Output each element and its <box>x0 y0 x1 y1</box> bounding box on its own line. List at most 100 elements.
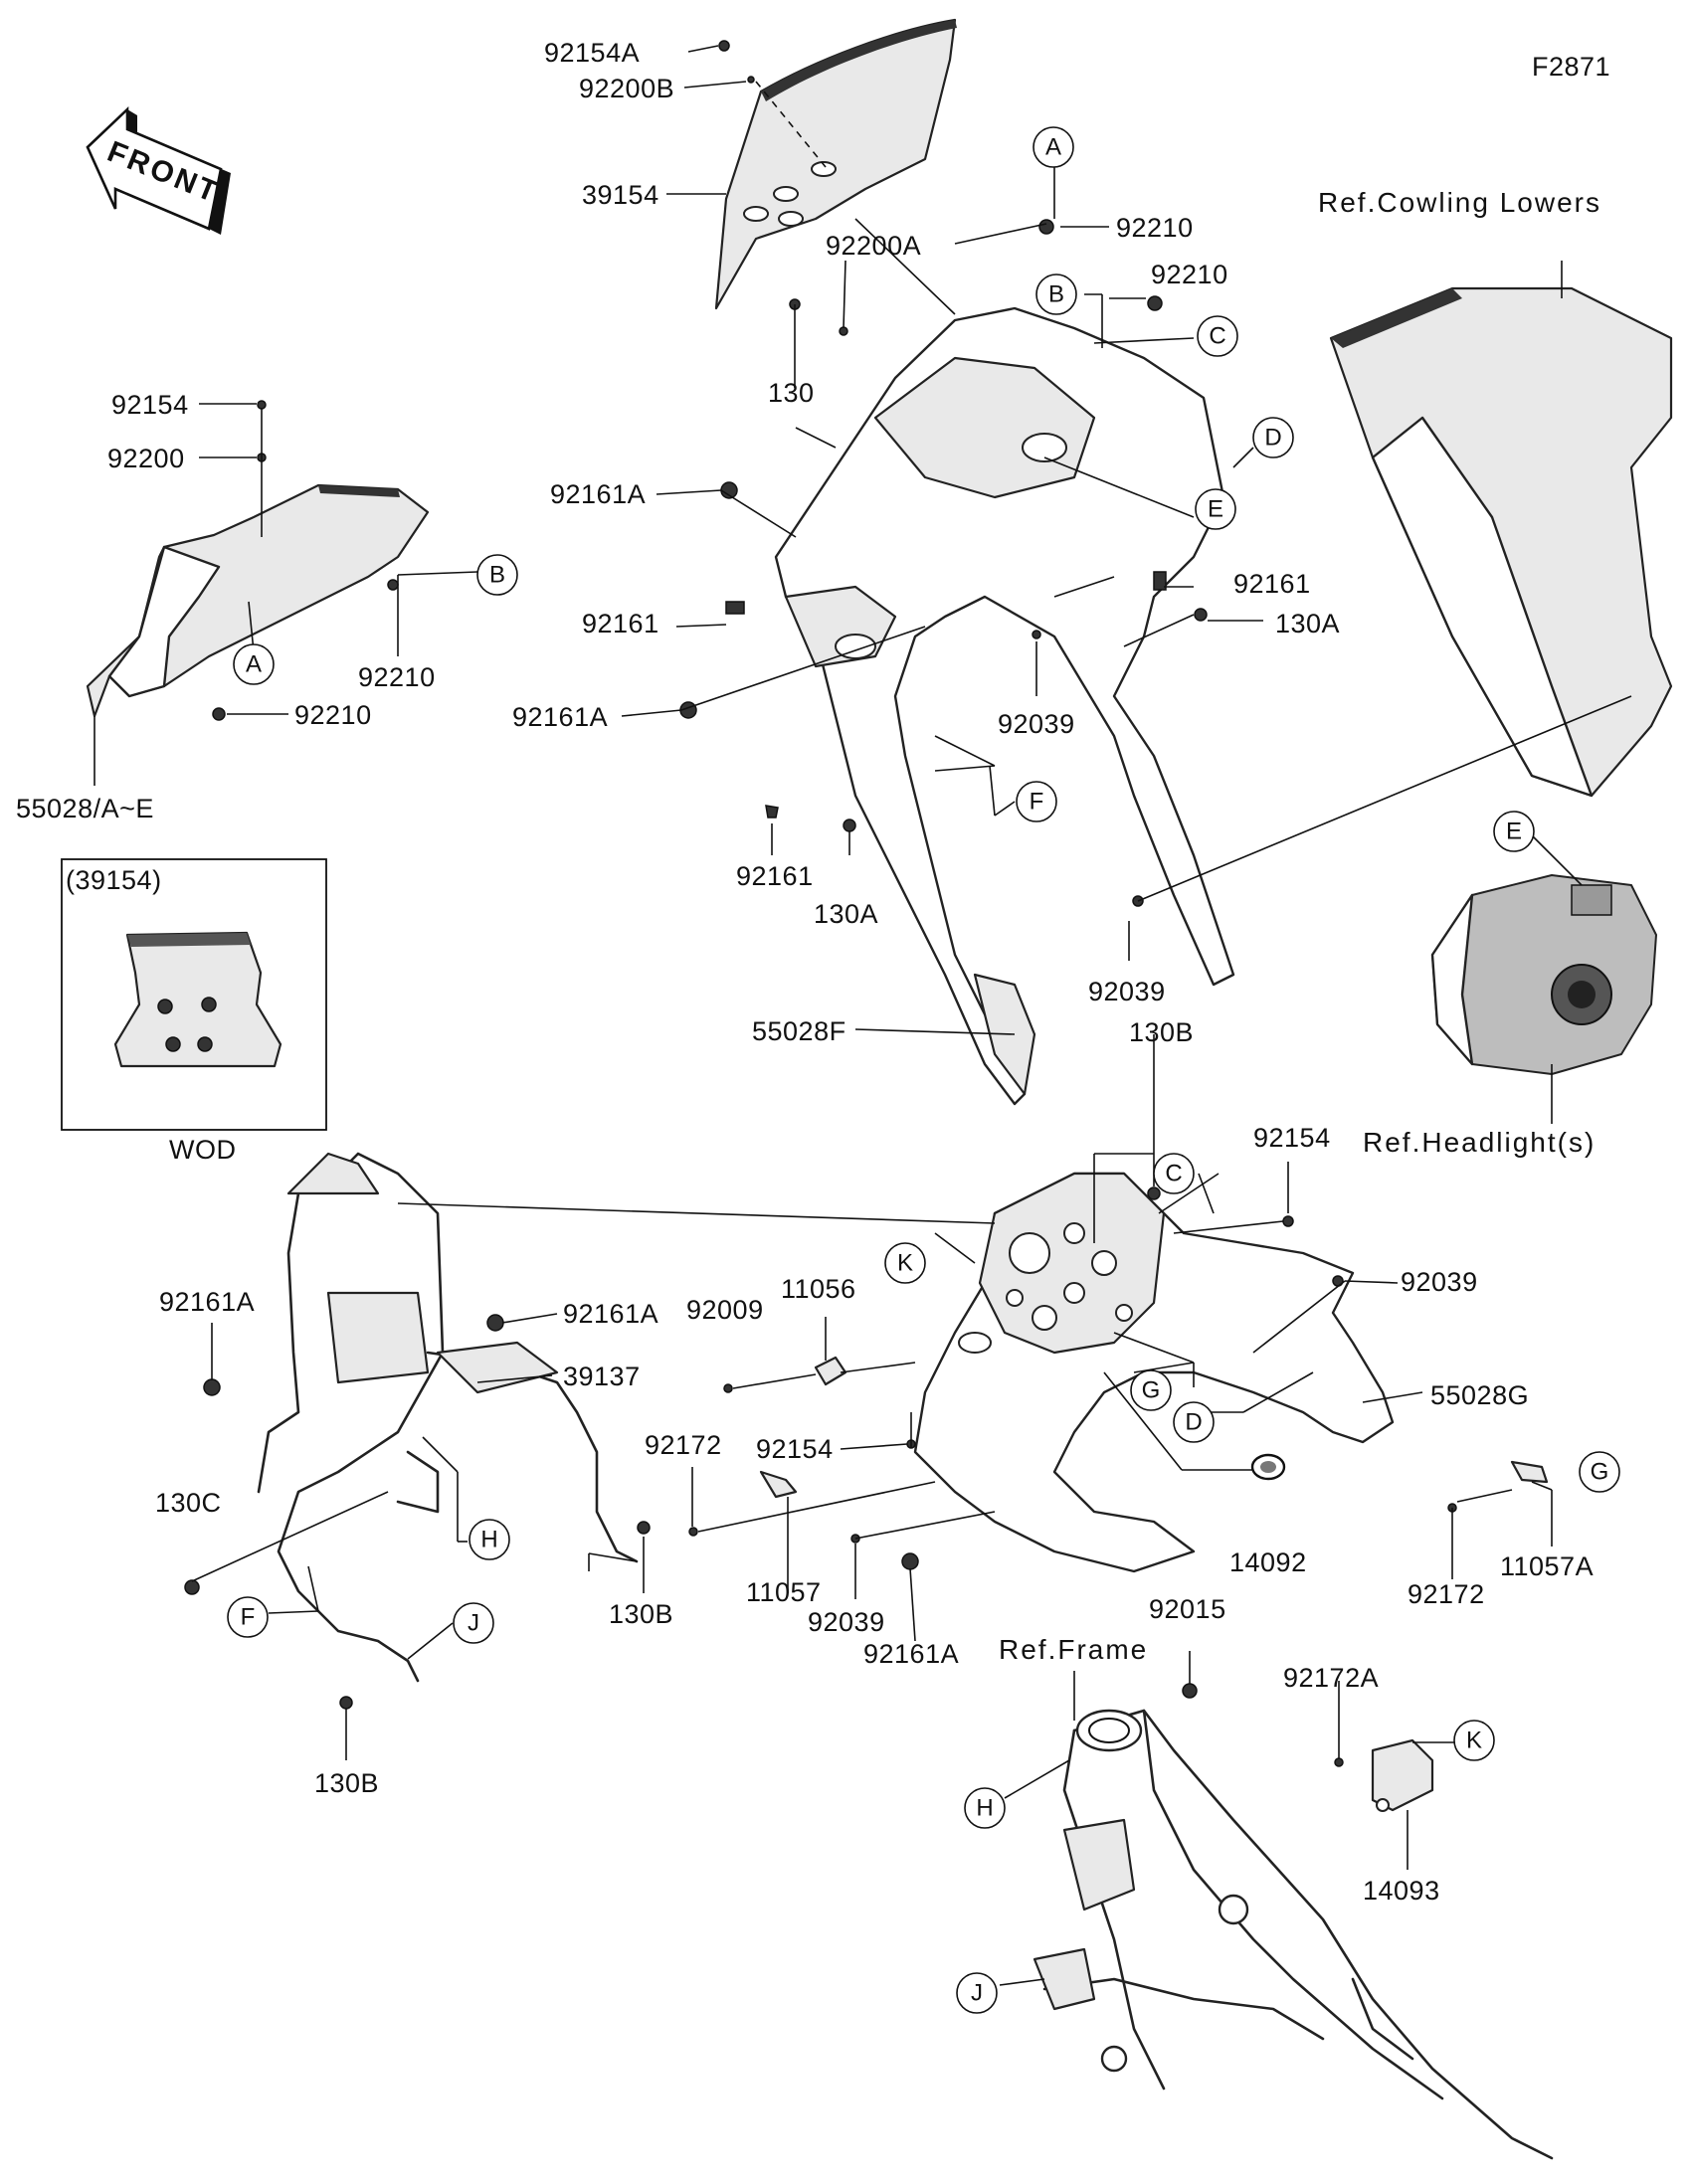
part-label: 92161A <box>550 479 646 509</box>
svg-text:E: E <box>1506 819 1522 845</box>
part-label: 39154 <box>582 180 659 210</box>
part-label: 14092 <box>1229 1547 1307 1577</box>
part-label: 55028F <box>752 1016 846 1046</box>
callout-a-top: A <box>1033 126 1074 168</box>
callout-f-top: F <box>1016 781 1057 822</box>
ref-headlight: Ref.Headlight(s) <box>1363 1127 1596 1158</box>
callout-c-top: C <box>1197 315 1238 357</box>
svg-text:F: F <box>1030 789 1044 816</box>
part-label: 92161A <box>863 1639 959 1669</box>
figure-code: F2871 <box>1532 52 1610 82</box>
part-label: 92039 <box>1088 977 1166 1006</box>
part-label: 92154 <box>756 1434 834 1464</box>
callout-g-mid: G <box>1130 1369 1172 1411</box>
part-label: 92200B <box>579 74 674 103</box>
inset-caption: WOD <box>169 1135 236 1165</box>
headlight-part <box>1430 874 1657 1075</box>
part-label: 92172 <box>1408 1579 1485 1609</box>
inset-title: (39154) <box>66 865 162 895</box>
part-label: 92039 <box>998 709 1075 739</box>
svg-text:A: A <box>1045 134 1061 161</box>
part-label: 92015 <box>1149 1594 1226 1624</box>
part-label: 14093 <box>1363 1876 1440 1906</box>
part-label: 11057 <box>746 1577 822 1607</box>
callout-d-mid: D <box>1173 1401 1215 1443</box>
part-label: 130B <box>1129 1017 1194 1047</box>
callout-j-left: J <box>453 1602 494 1644</box>
part-label: 130 <box>768 378 815 408</box>
svg-text:D: D <box>1185 1409 1202 1436</box>
part-label: 92161A <box>512 702 608 732</box>
part-label: 130B <box>609 1599 673 1629</box>
part-label: 130B <box>314 1768 379 1798</box>
inset-windshield-wod: (39154) WOD <box>61 858 327 1165</box>
part-label: 92210 <box>294 700 372 730</box>
part-label: 11056 <box>781 1274 856 1304</box>
part-label: 92039 <box>1401 1267 1478 1297</box>
callout-f-left: F <box>227 1596 269 1638</box>
svg-text:C: C <box>1165 1161 1182 1187</box>
callout-b-left: B <box>476 554 518 596</box>
part-label: 92161A <box>159 1287 255 1317</box>
callout-e-top: E <box>1195 488 1236 530</box>
bracket-11056-part <box>814 1356 847 1386</box>
part-label: 130A <box>814 899 878 929</box>
part-label: 92200 <box>107 444 185 473</box>
part-label: 92154 <box>111 390 189 420</box>
callout-h-frame: H <box>964 1787 1006 1829</box>
ref-frame: Ref.Frame <box>999 1634 1148 1665</box>
part-label: 92161 <box>736 861 814 891</box>
svg-text:A: A <box>246 651 262 678</box>
svg-text:E: E <box>1208 496 1223 523</box>
part-label: 130C <box>155 1488 222 1518</box>
svg-text:K: K <box>1466 1728 1482 1754</box>
part-label: 11057A <box>1500 1551 1594 1581</box>
cowling-lowers-part <box>1329 286 1673 798</box>
part-label: 92210 <box>1116 213 1194 243</box>
part-label: 130A <box>1275 609 1340 638</box>
part-label: 92154 <box>1253 1123 1331 1153</box>
leader-lines <box>94 45 1632 1986</box>
bracket-11057A-part <box>1510 1460 1549 1484</box>
inner-fairing-55028G-part <box>913 1172 1395 1573</box>
svg-text:B: B <box>1048 281 1064 308</box>
svg-text:J: J <box>468 1610 479 1637</box>
callout-g-right: G <box>1579 1451 1620 1493</box>
callout-k-right: K <box>1453 1720 1495 1761</box>
part-label: 92210 <box>1151 260 1228 289</box>
callout-k-mid: K <box>884 1242 926 1284</box>
svg-text:C: C <box>1209 323 1225 350</box>
frame-part <box>1033 1709 1554 2160</box>
svg-text:G: G <box>1591 1459 1609 1486</box>
callout-d-top: D <box>1252 417 1294 458</box>
part-label: 92200A <box>826 231 921 261</box>
grommet-14092-part <box>1250 1453 1286 1481</box>
part-label: 92172A <box>1283 1663 1379 1693</box>
svg-text:K: K <box>897 1250 913 1277</box>
part-label: 92154A <box>544 38 640 68</box>
svg-text:D: D <box>1264 425 1281 452</box>
part-label: 39137 <box>563 1362 641 1391</box>
windshield-part <box>714 18 957 310</box>
part-label: 92161 <box>582 609 659 638</box>
svg-text:F: F <box>241 1604 256 1631</box>
part-label: 55028G <box>1430 1380 1529 1410</box>
stay-bracket-part <box>257 1152 639 1683</box>
svg-text:B: B <box>489 562 505 589</box>
svg-text:H: H <box>976 1795 993 1822</box>
callout-c-mid: C <box>1153 1153 1195 1194</box>
part-label: 55028/A~E <box>16 794 154 823</box>
inner-fairing-left-part <box>86 483 430 718</box>
part-label: 92161 <box>1233 569 1311 599</box>
bracket-14093-part <box>1371 1738 1434 1812</box>
bracket-11057-part <box>759 1470 798 1499</box>
part-label: 92210 <box>358 662 436 692</box>
part-label: 92172 <box>645 1430 722 1460</box>
part-label: 92039 <box>808 1607 885 1637</box>
svg-text:G: G <box>1142 1377 1161 1404</box>
callout-e-headlight: E <box>1493 811 1535 852</box>
part-label: 92009 <box>686 1295 764 1325</box>
front-arrow-icon: FRONT <box>86 105 231 235</box>
callout-a-left: A <box>233 643 275 685</box>
